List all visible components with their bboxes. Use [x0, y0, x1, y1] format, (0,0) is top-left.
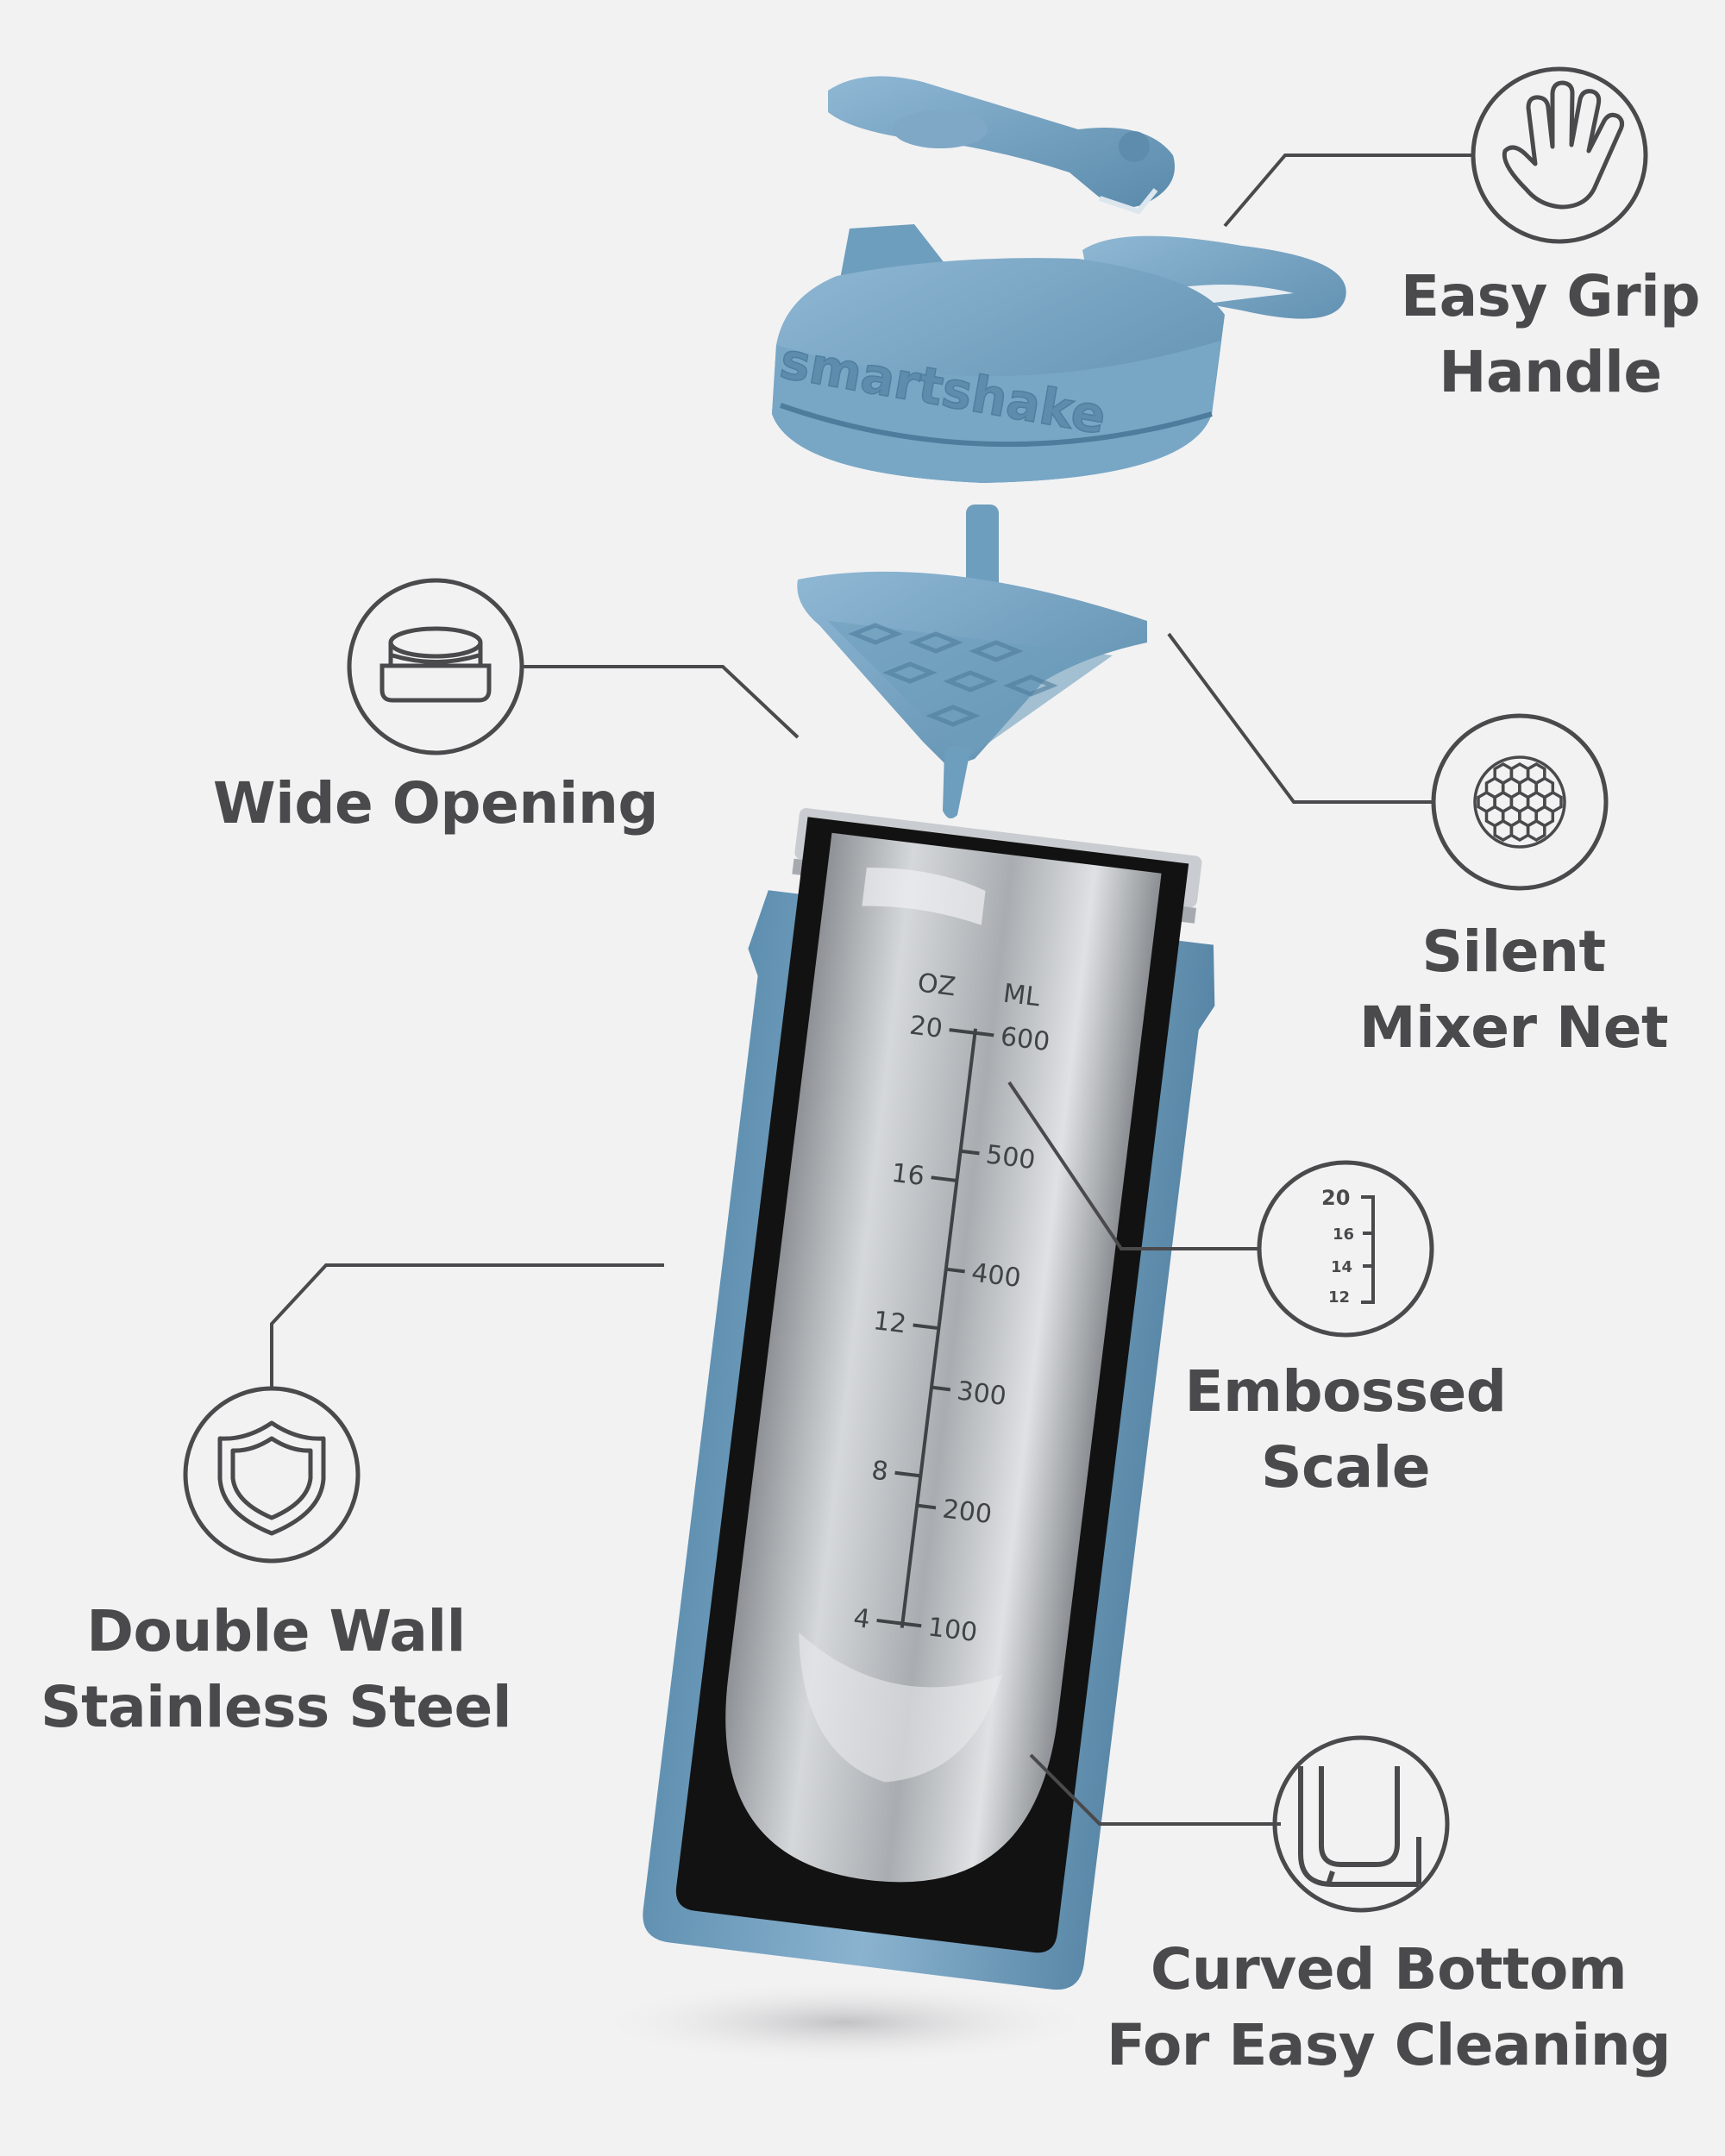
mixer-net	[797, 505, 1147, 818]
scale-ml-label: 500	[984, 1140, 1037, 1176]
mixer-net-icon	[1473, 755, 1566, 849]
label-easy-grip-line2: Handle	[1439, 339, 1662, 405]
label-wide-opening: Wide Opening	[194, 766, 677, 842]
icon-circles	[183, 66, 1648, 1913]
scale-icon-mark-14: 14	[1331, 1258, 1352, 1276]
label-curved-bottom-line2: For Easy Cleaning	[1107, 2012, 1671, 2078]
label-double-wall: Double Wall Stainless Steel	[26, 1594, 526, 1745]
hex-cell	[1509, 818, 1530, 843]
shield-icon	[217, 1420, 326, 1536]
scale-oz-label: 16	[890, 1158, 926, 1192]
label-curved-bottom: Curved Bottom For Easy Cleaning	[1061, 1932, 1716, 2084]
curved-bottom-icon	[1298, 1766, 1421, 1887]
label-embossed-scale-line2: Scale	[1260, 1434, 1431, 1501]
cap-with-handle: smartshake	[772, 224, 1346, 483]
label-wide-opening-line1: Wide Opening	[212, 770, 659, 837]
scale-oz-tick	[913, 1323, 939, 1331]
embossed-scale: OZ ML 20 16 12 8 4 600 500 400 300 200 100	[851, 968, 1051, 1648]
label-silent-mixer-line1: Silent	[1421, 918, 1606, 985]
label-double-wall-line1: Double Wall	[86, 1598, 466, 1664]
label-easy-grip-line1: Easy Grip	[1401, 263, 1701, 329]
scale-ml-label: 600	[999, 1022, 1051, 1058]
scale-icon-mark-16: 16	[1333, 1225, 1354, 1244]
floor-shadow	[586, 1979, 1104, 2065]
scale-oz-tick	[931, 1175, 957, 1182]
label-embossed-scale-line1: Embossed	[1184, 1358, 1507, 1425]
hex-cell	[1526, 818, 1546, 843]
scale-oz-tick	[894, 1470, 921, 1478]
hand-icon	[1502, 80, 1625, 210]
scale-ml-tick	[960, 1149, 980, 1156]
scale-ml-label: 300	[956, 1376, 1008, 1412]
scale-ml-header: ML	[1001, 979, 1042, 1013]
scale-oz-header: OZ	[916, 968, 957, 1002]
leader-lines	[270, 154, 1475, 1826]
scale-ml-tick	[916, 1503, 937, 1510]
scale-ml-tick	[902, 1621, 922, 1628]
scale-ml-label: 100	[926, 1612, 979, 1648]
scale-ml-label: 400	[969, 1257, 1022, 1294]
scale-oz-tick	[949, 1028, 975, 1035]
scale-oz-label: 8	[870, 1456, 890, 1488]
scale-oz-label: 12	[872, 1306, 908, 1339]
label-embossed-scale: Embossed Scale	[1156, 1354, 1535, 1506]
label-easy-grip-handle: Easy Grip Handle	[1380, 259, 1721, 411]
jar-opening-icon	[380, 626, 492, 703]
flip-lid	[828, 76, 1175, 215]
label-double-wall-line2: Stainless Steel	[41, 1674, 511, 1740]
bottle-body: OZ ML 20 16 12 8 4 600 500 400 300 200 100	[643, 808, 1215, 1990]
scale-ml-tick	[975, 1031, 994, 1037]
scale-icon-mark-12: 12	[1328, 1288, 1350, 1307]
scale-ml-tick	[945, 1267, 965, 1274]
label-silent-mixer-net: Silent Mixer Net	[1333, 914, 1695, 1066]
scale-oz-tick	[876, 1618, 903, 1626]
scale-ml-tick	[931, 1385, 951, 1392]
scale-oz-label: 4	[851, 1603, 871, 1635]
scale-icon-mark-20: 20	[1321, 1186, 1350, 1210]
scale-icon: 20 16 14 12	[1321, 1186, 1375, 1307]
hex-cell	[1493, 818, 1514, 843]
scale-oz-label: 20	[908, 1011, 944, 1044]
label-curved-bottom-line1: Curved Bottom	[1150, 1936, 1628, 2002]
label-silent-mixer-line2: Mixer Net	[1358, 994, 1669, 1061]
scale-ml-label: 200	[941, 1494, 994, 1530]
